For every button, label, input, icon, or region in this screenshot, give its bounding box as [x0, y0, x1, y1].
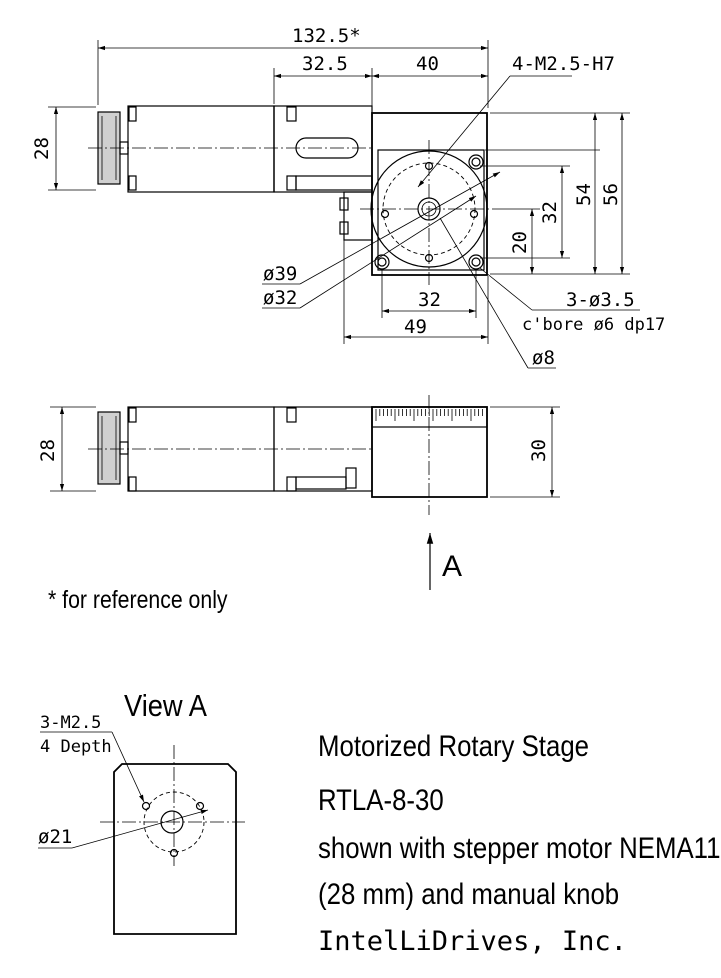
reference-note: * for reference only — [48, 586, 228, 614]
rotary-stage-body — [371, 112, 488, 276]
rotary-stage-side — [371, 406, 488, 498]
dia-39: ø39 — [263, 263, 297, 285]
top-view — [48, 40, 640, 369]
dim-32-horizontal: 32 — [418, 289, 441, 311]
dim-overall-length: 132.5* — [292, 25, 361, 47]
side-view — [50, 395, 560, 590]
dim-height-30: 30 — [528, 439, 550, 462]
title-line-1: Motorized Rotary Stage — [318, 730, 590, 763]
dim-motor-section: 32.5 — [302, 53, 348, 75]
title-line-3: shown with stepper motor NEMA11 — [318, 832, 721, 865]
view-arrow-label: A — [442, 550, 463, 583]
dia-32: ø32 — [263, 287, 297, 309]
view-a-drawing — [38, 731, 245, 935]
dim-49: 49 — [404, 316, 427, 338]
dim-56: 56 — [600, 183, 622, 206]
dim-stage-width: 40 — [416, 53, 439, 75]
hole-callout: 3-ø3.5 — [566, 289, 635, 311]
view-a-title: View A — [124, 688, 207, 723]
view-a-dia-21: ø21 — [38, 826, 72, 848]
thread-callout-4m25: 4-M2.5-H7 — [512, 53, 615, 75]
title-line-2: RTLA-8-30 — [318, 784, 444, 817]
view-a-depth-callout: 4 Depth — [40, 737, 112, 757]
cbore-callout: c'bore ø6 dp17 — [522, 315, 665, 335]
stepper-motor-body — [127, 105, 275, 193]
dim-height-28-side: 28 — [37, 439, 59, 462]
dim-height-28-top: 28 — [31, 137, 53, 160]
dia-8: ø8 — [532, 347, 555, 369]
view-a-thread-callout: 3-M2.5 — [40, 713, 101, 733]
company-name: IntelLiDrives, Inc. — [318, 926, 627, 957]
dim-32-vertical: 32 — [539, 201, 561, 224]
dim-54: 54 — [573, 183, 595, 206]
manual-knob-side — [97, 411, 121, 485]
title-line-4: (28 mm) and manual knob — [318, 878, 620, 911]
dim-20: 20 — [509, 231, 531, 254]
view-a-outline — [113, 763, 237, 935]
